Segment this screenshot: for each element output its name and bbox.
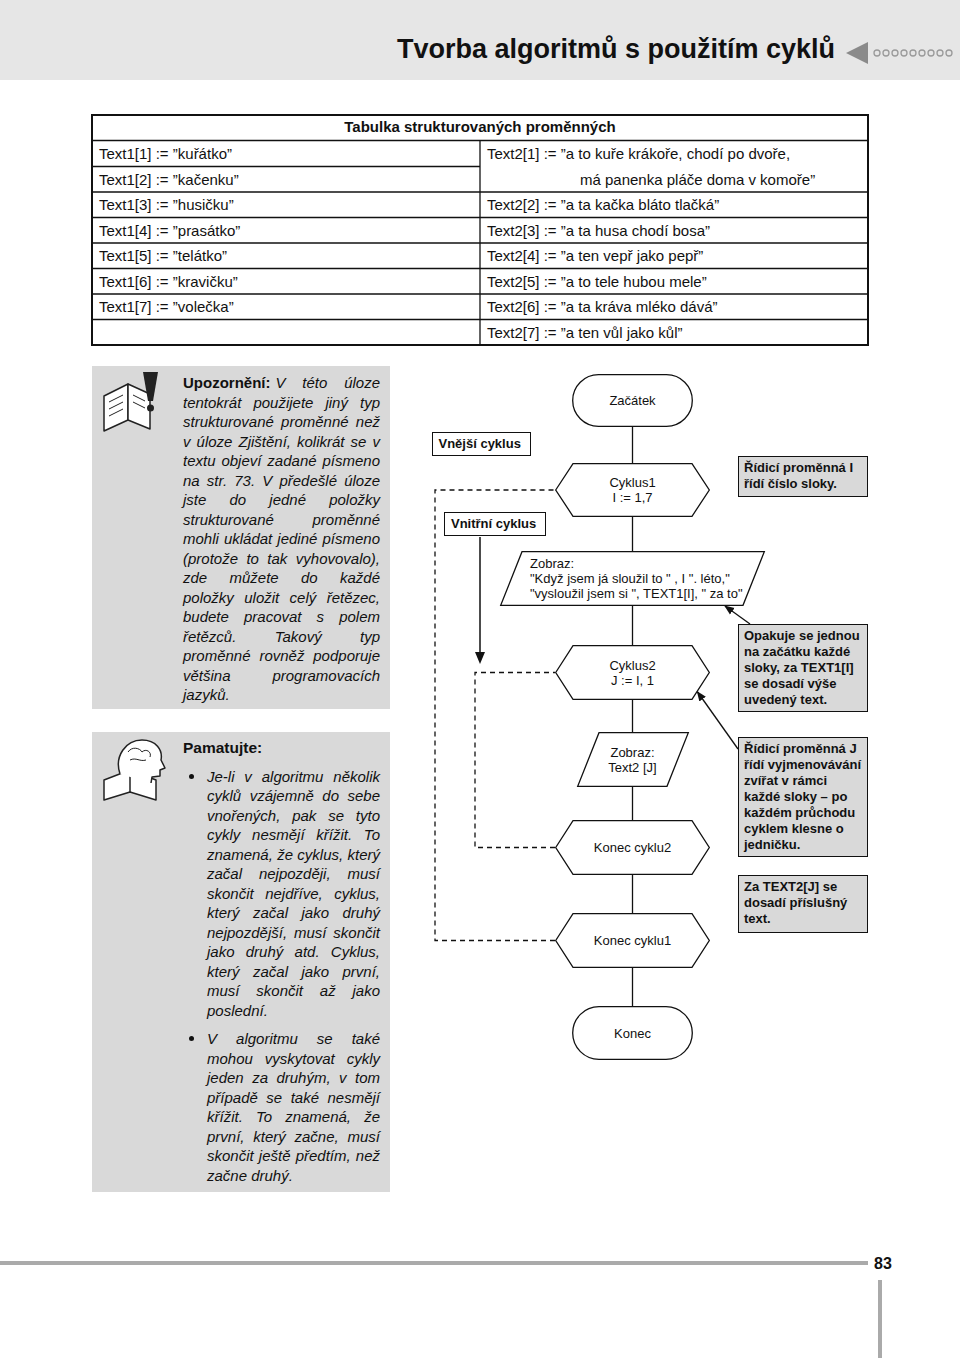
- table-cell: Text1[5] := ”telátko”: [99, 246, 227, 266]
- note-panel: Pamatujte: Je-li v algoritmu několik cykl…: [92, 732, 390, 1192]
- table-cell: Text1[7] := ”volečka”: [99, 297, 234, 317]
- node-text: Cyklus1: [609, 475, 655, 490]
- paragraph: Upozornění:V této úloze tentokrát použij…: [183, 373, 380, 705]
- table-cell: má panenka pláče doma v komoře”: [580, 170, 815, 190]
- callout-box: Za TEXT2[J] se dosadí příslušný text.: [738, 875, 868, 933]
- terminal: Začátek: [572, 374, 693, 427]
- note-text: V této úloze tentokrát použijete jiný ty…: [183, 374, 380, 703]
- shape-path: [577, 733, 688, 787]
- loop-hexagon: Konec cyklu2: [555, 820, 710, 875]
- bullet-text: Je-li v algoritmu několik cyklů vzájemně…: [207, 767, 380, 1021]
- bullet-item: V algoritmu se také mohou vyskytovat cyk…: [183, 1029, 380, 1185]
- callout-box: Řídicí proměnná J řídí vyjmenovávání zví…: [738, 737, 868, 857]
- table-cell: Text2[3] := ”a ta husa chodí bosa”: [487, 221, 710, 241]
- loop-hexagon: Cyklus2J := I, 1: [555, 645, 710, 700]
- node-text: Konec cyklu1: [594, 933, 671, 948]
- node-text: Zobraz:: [530, 556, 574, 571]
- table-cell: Text1[4] := ”prasátko”: [99, 221, 240, 241]
- table-cell: Text1[6] := ”kravičku”: [99, 272, 238, 292]
- table-cell: Text2[6] := ”a ta kráva mléko dává”: [487, 297, 718, 317]
- flow-line: [697, 692, 738, 749]
- node-text: Opakuje se jednou na začátku každé sloky…: [744, 628, 862, 708]
- shape-path: [556, 821, 710, 875]
- flow-line: [632, 517, 633, 551]
- node-text: Vnitřní cyklus: [451, 516, 536, 532]
- table-grid: [92, 115, 868, 345]
- header-dots: [874, 50, 952, 56]
- note-heading: Pamatujte:: [183, 738, 380, 758]
- loop-hexagon: Cyklus1I := 1,7: [555, 463, 710, 517]
- node-text: J := I, 1: [611, 673, 654, 688]
- table-cell: Text2[2] := ”a ta kačka bláto tlačká”: [487, 195, 719, 215]
- memory-head-icon: [104, 740, 165, 800]
- table-title: Tabulka strukturovaných proměnných: [92, 117, 868, 137]
- bullet-dot: [189, 774, 194, 779]
- flow-line: [632, 968, 633, 1006]
- node-text: Za TEXT2[J] se dosadí příslušný text.: [744, 879, 862, 927]
- page-number: 83: [874, 1254, 892, 1274]
- table-cell: Text1[3] := ”husičku”: [99, 195, 234, 215]
- node-text: I := 1,7: [612, 490, 652, 505]
- node-text: Řídicí proměnná I řídí číslo sloky.: [744, 460, 862, 492]
- terminal: Konec: [572, 1006, 693, 1060]
- flow-line: [632, 606, 633, 645]
- node-text: "Když jsem já sloužil to " , I ". léto,": [530, 571, 730, 586]
- table-cell: Text2[1] := ”a to kuře krákoře, chodí po…: [487, 144, 790, 164]
- shape-path: [573, 1007, 693, 1060]
- bullet-item: Je-li v algoritmu několik cyklů vzájemně…: [183, 767, 380, 1021]
- loop-line: [475, 673, 555, 848]
- loop-tag: Vnitřní cyklus: [444, 512, 546, 536]
- node-text: Konec: [614, 1026, 651, 1041]
- table-cell: Text2[5] := ”a to tele hubou mele”: [487, 272, 707, 292]
- shape-path: [556, 464, 710, 517]
- node-text: Konec cyklu2: [594, 840, 671, 855]
- flow-line: [632, 787, 633, 820]
- node-text: Zobraz:: [610, 745, 654, 760]
- shape-path: [556, 914, 710, 968]
- footer-rule: [0, 1261, 868, 1265]
- node-text: "vysloužil jsem si ", TEXT1[I], " za to": [530, 586, 743, 601]
- inner-loop-pointer: [475, 537, 485, 664]
- flow-line: [632, 700, 633, 732]
- bullet-text: V algoritmu se také mohou vyskytovat cyk…: [207, 1029, 380, 1185]
- footer-bar: [878, 1280, 882, 1358]
- loop-hexagon: Konec cyklu1: [555, 913, 710, 968]
- flow-line: [632, 875, 633, 913]
- warning-book-icon: [104, 372, 158, 431]
- shape-path: [501, 552, 765, 606]
- loop-tag: Vnější cyklus: [432, 432, 531, 456]
- callout-box: Řídicí proměnná I řídí číslo sloky.: [738, 456, 868, 497]
- io-parallelogram: Zobraz:"Když jsem já sloužil to " , I ".…: [500, 551, 765, 606]
- node-text: Cyklus2: [609, 658, 655, 673]
- note-heading: Upozornění:: [183, 374, 271, 391]
- shape-path: [556, 646, 710, 700]
- io-parallelogram: Zobraz:Text2 [J]: [577, 732, 689, 787]
- callout-box: Opakuje se jednou na začátku každé sloky…: [738, 624, 868, 712]
- bullet-dot: [189, 1036, 194, 1041]
- table-cell: Text1[2] := ”kačenku”: [99, 170, 239, 190]
- table-cell: Text2[7] := ”a ten vůl jako kůl”: [487, 323, 683, 343]
- flow-line: [725, 606, 750, 624]
- header-triangle: [846, 42, 868, 64]
- shape-path: [573, 375, 693, 427]
- node-text: Řídicí proměnná J řídí vyjmenovávání zví…: [744, 741, 862, 853]
- table-cell: Text2[4] := ”a ten vepř jako pepř”: [487, 246, 703, 266]
- node-text: Začátek: [609, 393, 655, 408]
- node-text: Text2 [J]: [608, 760, 656, 775]
- flow-line: [632, 427, 633, 463]
- page-title: Tvorba algoritmů s použitím cyklů: [397, 34, 835, 65]
- node-text: Vnější cyklus: [439, 436, 521, 452]
- table-cell: Text1[1] := ”kuřátko”: [99, 144, 232, 164]
